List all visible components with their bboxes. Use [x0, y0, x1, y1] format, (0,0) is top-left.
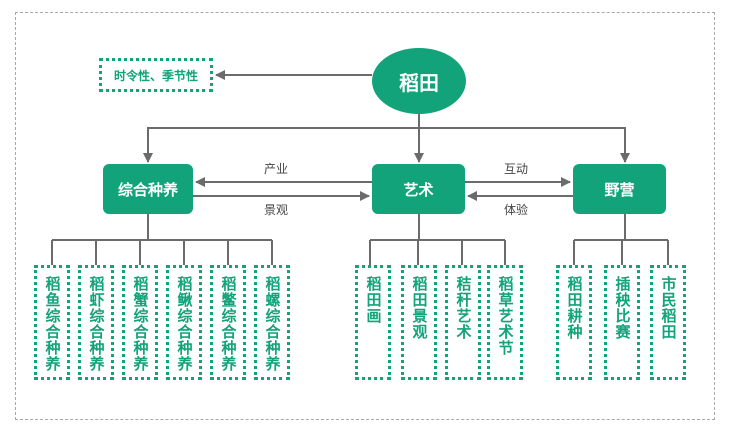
edge-label-hudong: 互动	[504, 162, 529, 176]
leaf-yishu-1: 稻田画	[355, 265, 391, 380]
root-to-zonghe-arrow	[143, 127, 419, 163]
leaf-zonghe-4: 稻鳅综合种养	[166, 265, 202, 380]
node-yeying: 野营	[573, 164, 666, 214]
leaf-yishu-2: 稻田景观	[401, 265, 437, 380]
leaf-zonghe-1: 稻鱼综合种养	[34, 265, 70, 380]
edge-label-chanye: 产业	[264, 162, 289, 176]
edge-label-tiyan: 体验	[504, 203, 529, 217]
leaf-label: 稻田景观	[410, 276, 429, 340]
leaf-label: 稻鳅综合种养	[175, 276, 194, 372]
leaf-zonghe-6: 稻螺综合种养	[254, 265, 290, 380]
leaf-label: 稻田画	[364, 276, 383, 324]
leaf-yeying-1: 稻田耕种	[556, 265, 592, 380]
leaf-yeying-2: 插秧比赛	[604, 265, 640, 380]
leaf-label: 稻虾综合种养	[87, 276, 106, 372]
leaf-label: 稻蟹综合种养	[131, 276, 150, 372]
leaf-yishu-4: 稻草艺术节	[487, 265, 523, 380]
leaf-zonghe-3: 稻蟹综合种养	[122, 265, 158, 380]
note-seasonal: 时令性、季节性	[99, 58, 213, 92]
leaf-yishu-3: 秸秆艺术	[445, 265, 481, 380]
leaf-label: 插秧比赛	[613, 276, 632, 340]
leaf-label: 稻草艺术节	[496, 276, 515, 356]
leaf-label: 稻鱼综合种养	[43, 276, 62, 372]
root-to-yeying-arrow	[419, 127, 630, 163]
node-yishu: 艺术	[372, 164, 465, 214]
node-zonghe-zhongyang: 综合种养	[103, 164, 193, 214]
leaf-label: 稻田耕种	[565, 276, 584, 340]
leaf-label: 稻鳖综合种养	[219, 276, 238, 372]
edge-label-jingguan: 景观	[264, 203, 289, 217]
leaf-label: 稻螺综合种养	[263, 276, 282, 372]
root-node-daotian: 稻田	[372, 48, 466, 114]
diagram-frame	[15, 12, 715, 420]
leaf-zonghe-2: 稻虾综合种养	[78, 265, 114, 380]
leaf-yeying-3: 市民稻田	[650, 265, 686, 380]
leaf-label: 秸秆艺术	[454, 276, 473, 340]
leaf-label: 市民稻田	[659, 276, 678, 340]
leaf-zonghe-5: 稻鳖综合种养	[210, 265, 246, 380]
